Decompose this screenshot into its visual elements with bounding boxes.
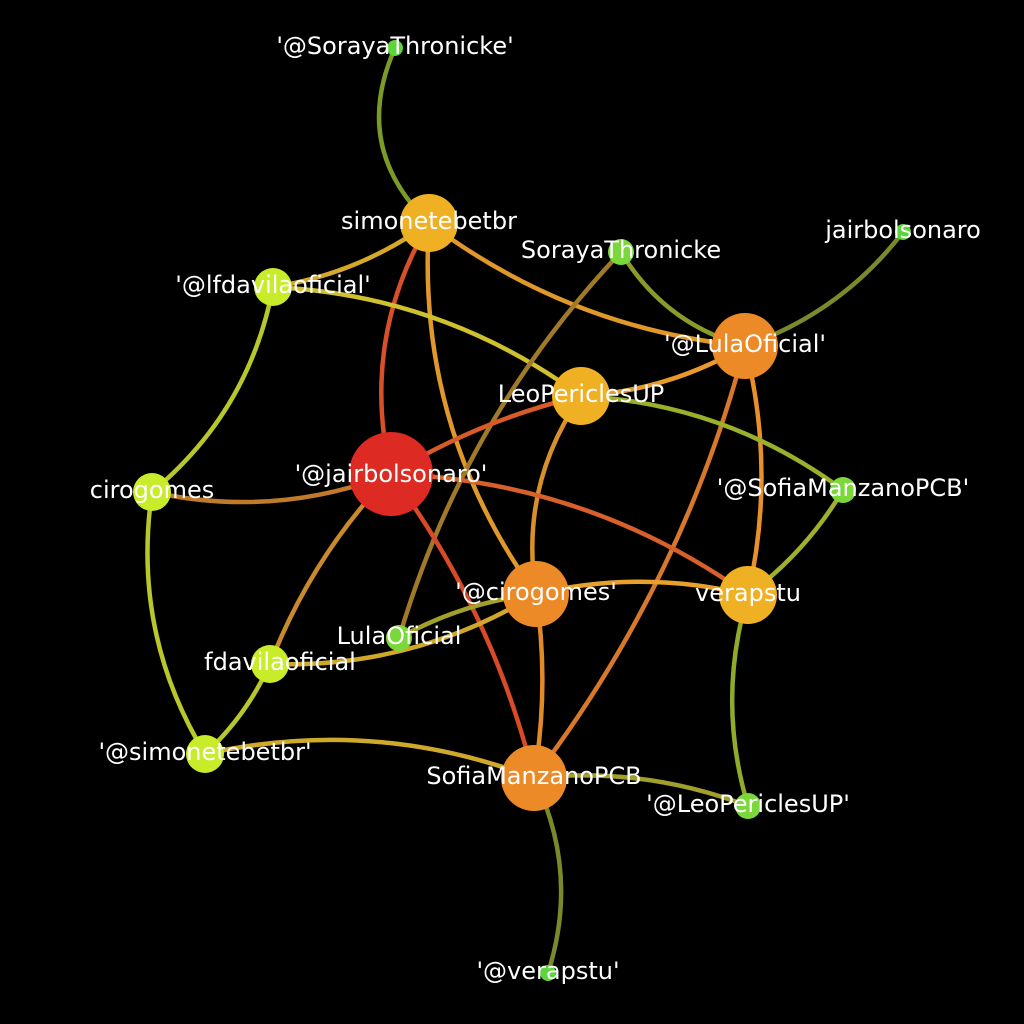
node-lula_q[interactable] — [712, 313, 778, 379]
node-label-sorayathronicke: SorayaThronicke — [521, 236, 721, 264]
node-sofia_q[interactable] — [830, 477, 856, 503]
node-verapstu_q[interactable] — [540, 965, 556, 981]
node-simonetebetbr[interactable] — [400, 194, 458, 252]
node-label-jairbolsonaro_q: '@jairbolsonaro' — [295, 460, 488, 488]
edge-cirogomes-simonetebetbr_q — [145, 489, 208, 757]
edge-verapstu-leopericles_q — [729, 592, 751, 809]
node-label-cirogomes: cirogomes — [90, 476, 214, 504]
edge-simonetebetbr_q-sofiamanzanopcb — [202, 737, 537, 781]
node-fdavilaoficial[interactable] — [251, 645, 289, 683]
node-jairbolsonaro_q[interactable] — [349, 432, 433, 516]
labels-layer: '@jairbolsonaro' simonetebetbr '@LulaOfici… — [90, 32, 981, 985]
edge-sorayathronicke-lulaoficial — [396, 249, 624, 641]
nodes-layer — [133, 40, 911, 981]
edge-lfdavila_q-cirogomes — [149, 284, 276, 495]
node-jairbolsonaro[interactable] — [895, 224, 911, 240]
node-leopericles_q[interactable] — [735, 793, 761, 819]
node-label-jairbolsonaro: jairbolsonaro — [824, 216, 981, 244]
edge-jairbolsonaro_q-sofiamanzanopcb — [388, 471, 537, 781]
edge-jairbolsonaro_q-verapstu — [388, 471, 751, 598]
node-label-sofiamanzanopcb: SofiaManzanoPCB — [426, 762, 641, 790]
node-label-lulaoficial: LulaOficial — [337, 622, 462, 650]
node-leopericlesup[interactable] — [552, 367, 610, 425]
edge-simonetebetbr-cirogomes_q — [425, 220, 539, 597]
edge-fdavilaoficial-cirogomes_q — [267, 591, 539, 667]
node-label-lula_q: '@LulaOficial' — [664, 330, 826, 358]
node-label-leopericles_q: '@LeoPericlesUP' — [646, 790, 850, 818]
node-label-cirogomes_q: '@cirogomes' — [455, 578, 617, 606]
node-label-soraya_q: '@SorayaThronicke' — [276, 32, 513, 60]
node-sorayathronicke[interactable] — [608, 239, 634, 265]
node-simonetebetbr_q[interactable] — [186, 735, 224, 773]
edge-simonetebetbr-lula_q — [426, 220, 748, 349]
edge-lula_q-verapstu — [742, 343, 764, 598]
node-cirogomes[interactable] — [133, 473, 171, 511]
edge-leopericlesup-sofia_q — [578, 393, 846, 493]
node-label-verapstu_q: '@verapstu' — [476, 957, 619, 985]
node-lulaoficial[interactable] — [386, 625, 412, 651]
node-label-simonetebetbr_q: '@simonetebetbr' — [98, 738, 311, 766]
node-label-simonetebetbr: simonetebetbr — [341, 207, 517, 235]
node-lfdavila_q[interactable] — [254, 268, 292, 306]
edges-layer — [145, 45, 906, 976]
node-cirogomes_q[interactable] — [503, 561, 569, 627]
node-sofiamanzanopcb[interactable] — [501, 745, 567, 811]
node-label-sofia_q: '@SofiaManzanoPCB' — [717, 474, 969, 502]
node-label-fdavilaoficial: fdavilaoficial — [204, 648, 356, 676]
edge-lfdavila_q-leopericlesup — [270, 284, 584, 399]
node-verapstu[interactable] — [719, 566, 777, 624]
node-label-lfdavila_q: '@lfdavilaoficial' — [175, 271, 371, 299]
node-label-verapstu: verapstu — [695, 579, 801, 607]
edge-lula_q-sofiamanzanopcb — [531, 343, 748, 781]
node-label-leopericlesup: LeoPericlesUP — [498, 380, 665, 408]
node-soraya_q[interactable] — [387, 40, 403, 56]
